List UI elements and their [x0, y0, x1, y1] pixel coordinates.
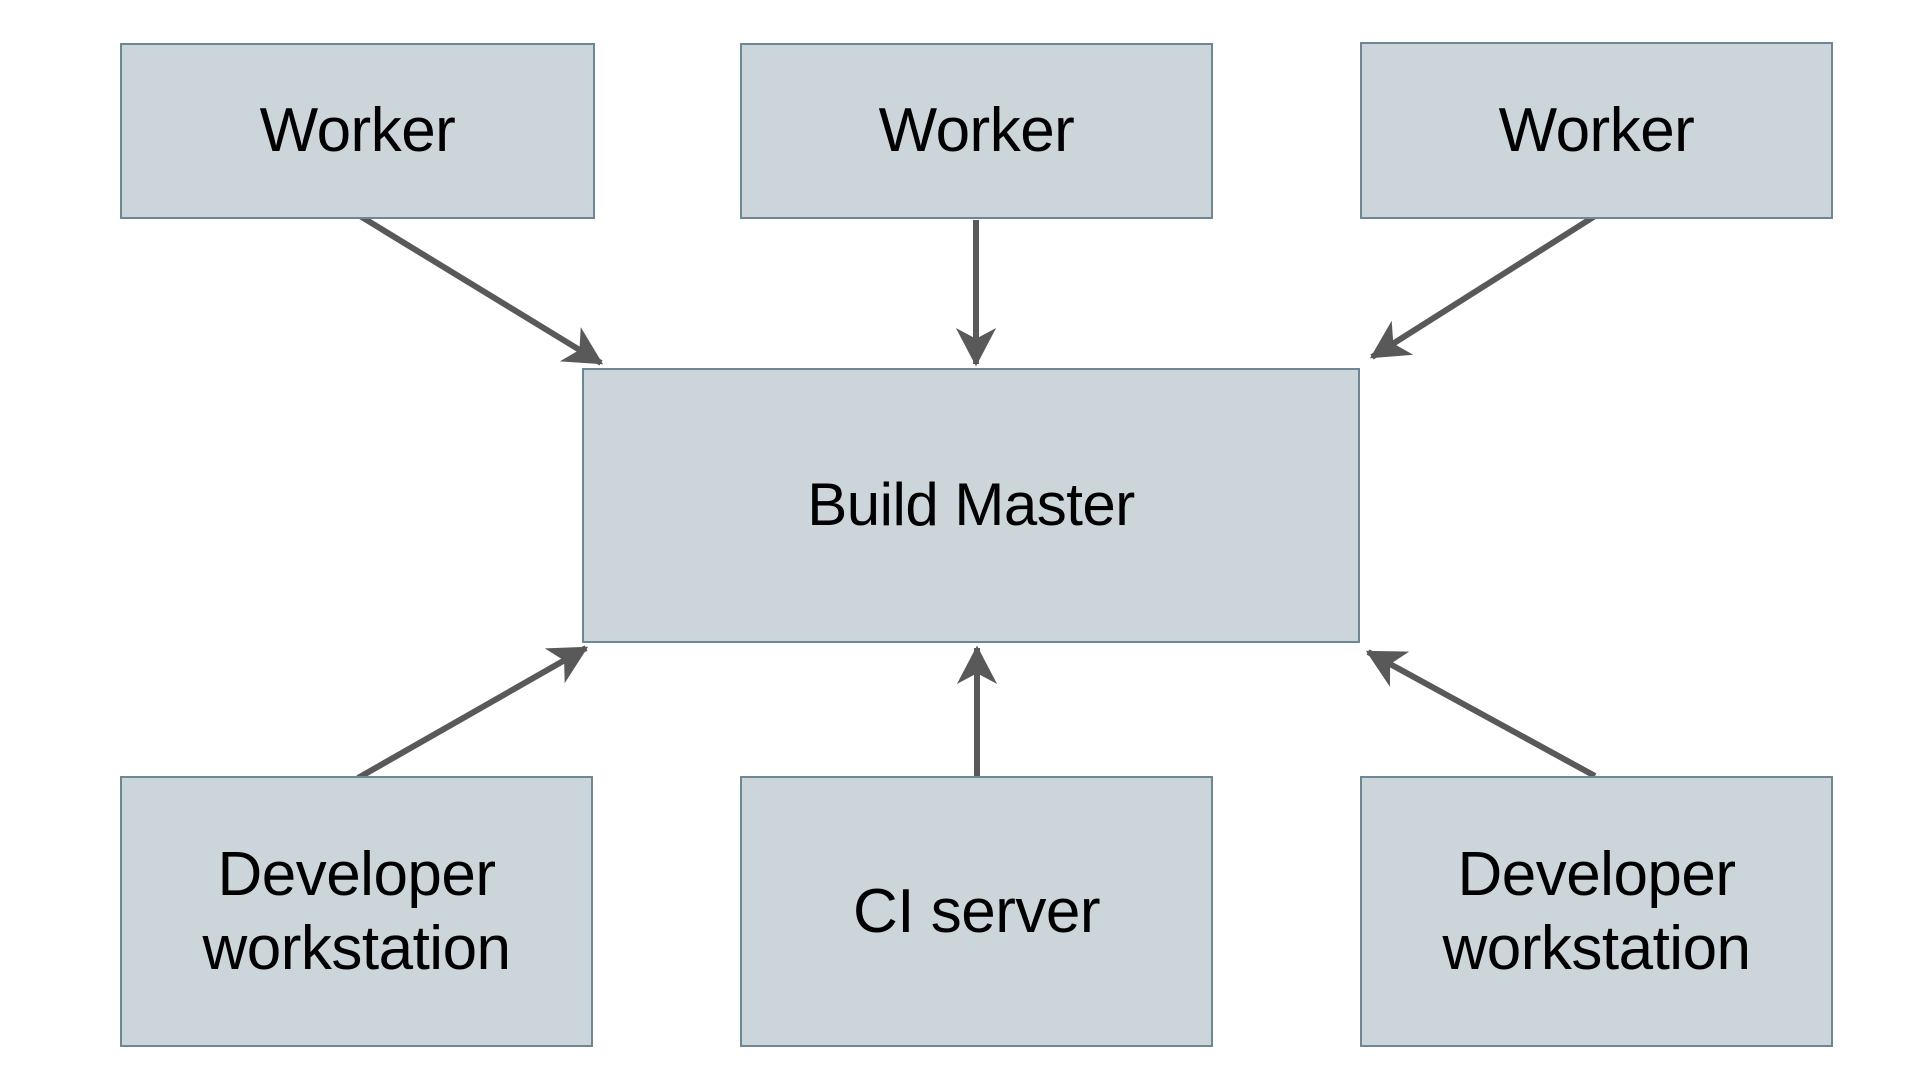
node-developer-workstation-left-label: Developer workstation	[202, 840, 511, 983]
edge-devwsleft-to-master	[356, 645, 589, 781]
node-developer-workstation-right[interactable]: Developer workstation	[1360, 776, 1833, 1047]
node-build-master-label: Build Master	[807, 471, 1135, 539]
edge-worker1-to-master	[358, 213, 604, 366]
node-worker-1[interactable]: Worker	[120, 43, 595, 219]
node-ci-server-label: CI server	[853, 876, 1100, 946]
edge-devwsright-to-master	[1365, 649, 1597, 779]
node-build-master[interactable]: Build Master	[582, 368, 1360, 643]
node-worker-3-label: Worker	[1498, 95, 1695, 165]
node-developer-workstation-left[interactable]: Developer workstation	[120, 776, 593, 1047]
node-worker-3[interactable]: Worker	[1360, 42, 1833, 219]
node-worker-1-label: Worker	[259, 96, 456, 166]
edge-worker3-to-master	[1369, 213, 1597, 360]
node-ci-server[interactable]: CI server	[740, 776, 1213, 1047]
node-worker-2[interactable]: Worker	[740, 43, 1213, 219]
node-worker-2-label: Worker	[878, 96, 1075, 166]
node-developer-workstation-right-label: Developer workstation	[1442, 840, 1751, 983]
